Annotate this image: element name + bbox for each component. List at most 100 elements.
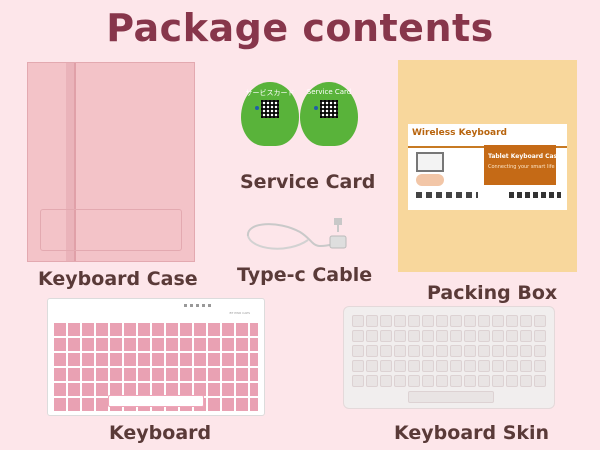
service-card-jp: サービスカード [241, 82, 299, 146]
skin-spacebar [408, 391, 494, 403]
skin-key [492, 330, 504, 342]
skin-key [492, 315, 504, 327]
skin-key [352, 345, 364, 357]
skin-key [520, 345, 532, 357]
skin-key [394, 345, 406, 357]
skin-key [436, 360, 448, 372]
page-title: Package contents [106, 6, 494, 50]
skin-key [366, 315, 378, 327]
skin-key [408, 375, 420, 387]
skin-key [352, 375, 364, 387]
skin-key [464, 360, 476, 372]
qr-code-icon [261, 100, 279, 118]
skin-key [394, 360, 406, 372]
skin-key [352, 315, 364, 327]
skin-key [520, 315, 532, 327]
skin-key [450, 375, 462, 387]
skin-key [534, 360, 546, 372]
skin-key [436, 375, 448, 387]
box-orange-panel [484, 145, 556, 185]
skin-key [422, 345, 434, 357]
skin-key [408, 360, 420, 372]
status-text: BT PWR CAPS [229, 311, 250, 315]
skin-key [464, 375, 476, 387]
box-title: Wireless Keyboard [412, 128, 507, 138]
keyboard-case-image [27, 62, 195, 262]
hand-icon [416, 174, 444, 186]
skin-key [478, 375, 490, 387]
case-hinge [74, 63, 76, 261]
qr-code-icon [320, 100, 338, 118]
skin-key [422, 375, 434, 387]
packing-box-image: Wireless Keyboard Tablet Keyboard Case C… [398, 60, 577, 272]
skin-key [534, 315, 546, 327]
skin-key [492, 375, 504, 387]
skin-key [422, 360, 434, 372]
box-panel-title: Tablet Keyboard Case [488, 153, 562, 160]
skin-key [380, 315, 392, 327]
skin-key [478, 315, 490, 327]
skin-key [492, 360, 504, 372]
skin-key [534, 345, 546, 357]
skin-key [520, 375, 532, 387]
box-panel-subtitle: Connecting your smart life [488, 164, 555, 170]
skin-key [450, 330, 462, 342]
skin-key [394, 315, 406, 327]
skin-key [520, 330, 532, 342]
social-icon [314, 106, 318, 110]
skin-key [478, 345, 490, 357]
skin-key [394, 330, 406, 342]
skin-key [422, 330, 434, 342]
skin-key [366, 360, 378, 372]
skin-key [366, 345, 378, 357]
skin-key [352, 360, 364, 372]
skin-key [506, 345, 518, 357]
skin-key [380, 330, 392, 342]
skin-key [422, 315, 434, 327]
skin-key [352, 330, 364, 342]
social-icon [255, 106, 259, 110]
skin-key [408, 330, 420, 342]
certification-logos [509, 192, 561, 198]
service-card-en: Service Card [300, 82, 358, 146]
tablet-icon [416, 152, 444, 172]
feature-icons [416, 192, 478, 198]
keyboard-skin-label: Keyboard Skin [394, 422, 550, 444]
skin-key [534, 330, 546, 342]
skin-key [478, 360, 490, 372]
keyboard-image: BT PWR CAPS [47, 298, 265, 416]
type-c-cable-label: Type-c Cable [237, 264, 373, 286]
skin-key [436, 345, 448, 357]
packing-box-label: Packing Box [427, 282, 558, 304]
case-pocket [40, 209, 182, 251]
skin-key [506, 375, 518, 387]
skin-key [436, 315, 448, 327]
skin-key [408, 315, 420, 327]
skin-key [436, 330, 448, 342]
spacebar [108, 395, 204, 407]
skin-key [366, 375, 378, 387]
keyboard-case-label: Keyboard Case [38, 268, 198, 290]
skin-key [534, 375, 546, 387]
skin-key [450, 360, 462, 372]
status-leds [184, 304, 214, 307]
keyboard-label: Keyboard [109, 422, 212, 444]
skin-key [464, 315, 476, 327]
skin-key [380, 345, 392, 357]
service-card-label: Service Card [240, 171, 376, 193]
skin-key [506, 330, 518, 342]
case-strip [66, 63, 76, 261]
skin-key [450, 345, 462, 357]
skin-key [450, 315, 462, 327]
skin-key [506, 360, 518, 372]
service-card-en-text: Service Card [306, 88, 352, 96]
skin-key [366, 330, 378, 342]
type-c-cable-image [238, 210, 358, 264]
skin-key [394, 375, 406, 387]
service-card-jp-text: サービスカード [245, 89, 295, 97]
skin-key [380, 375, 392, 387]
skin-key [464, 345, 476, 357]
skin-key [520, 360, 532, 372]
skin-key [408, 345, 420, 357]
skin-key [464, 330, 476, 342]
